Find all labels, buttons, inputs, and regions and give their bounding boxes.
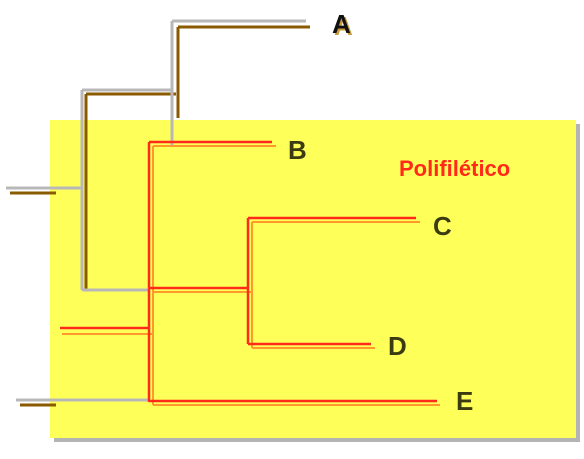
- polyphyletic-group-box: [50, 120, 576, 438]
- red-branches: [60, 140, 440, 406]
- taxon-label-e: E: [456, 386, 474, 416]
- grey-branches: [6, 19, 310, 407]
- taxon-label-d: D: [388, 331, 407, 361]
- taxon-label-b: B: [288, 135, 307, 165]
- taxon-label-a: A: [332, 9, 351, 39]
- polyphyletic-title: Polifilético: [399, 156, 511, 181]
- taxon-label-c: C: [433, 211, 452, 241]
